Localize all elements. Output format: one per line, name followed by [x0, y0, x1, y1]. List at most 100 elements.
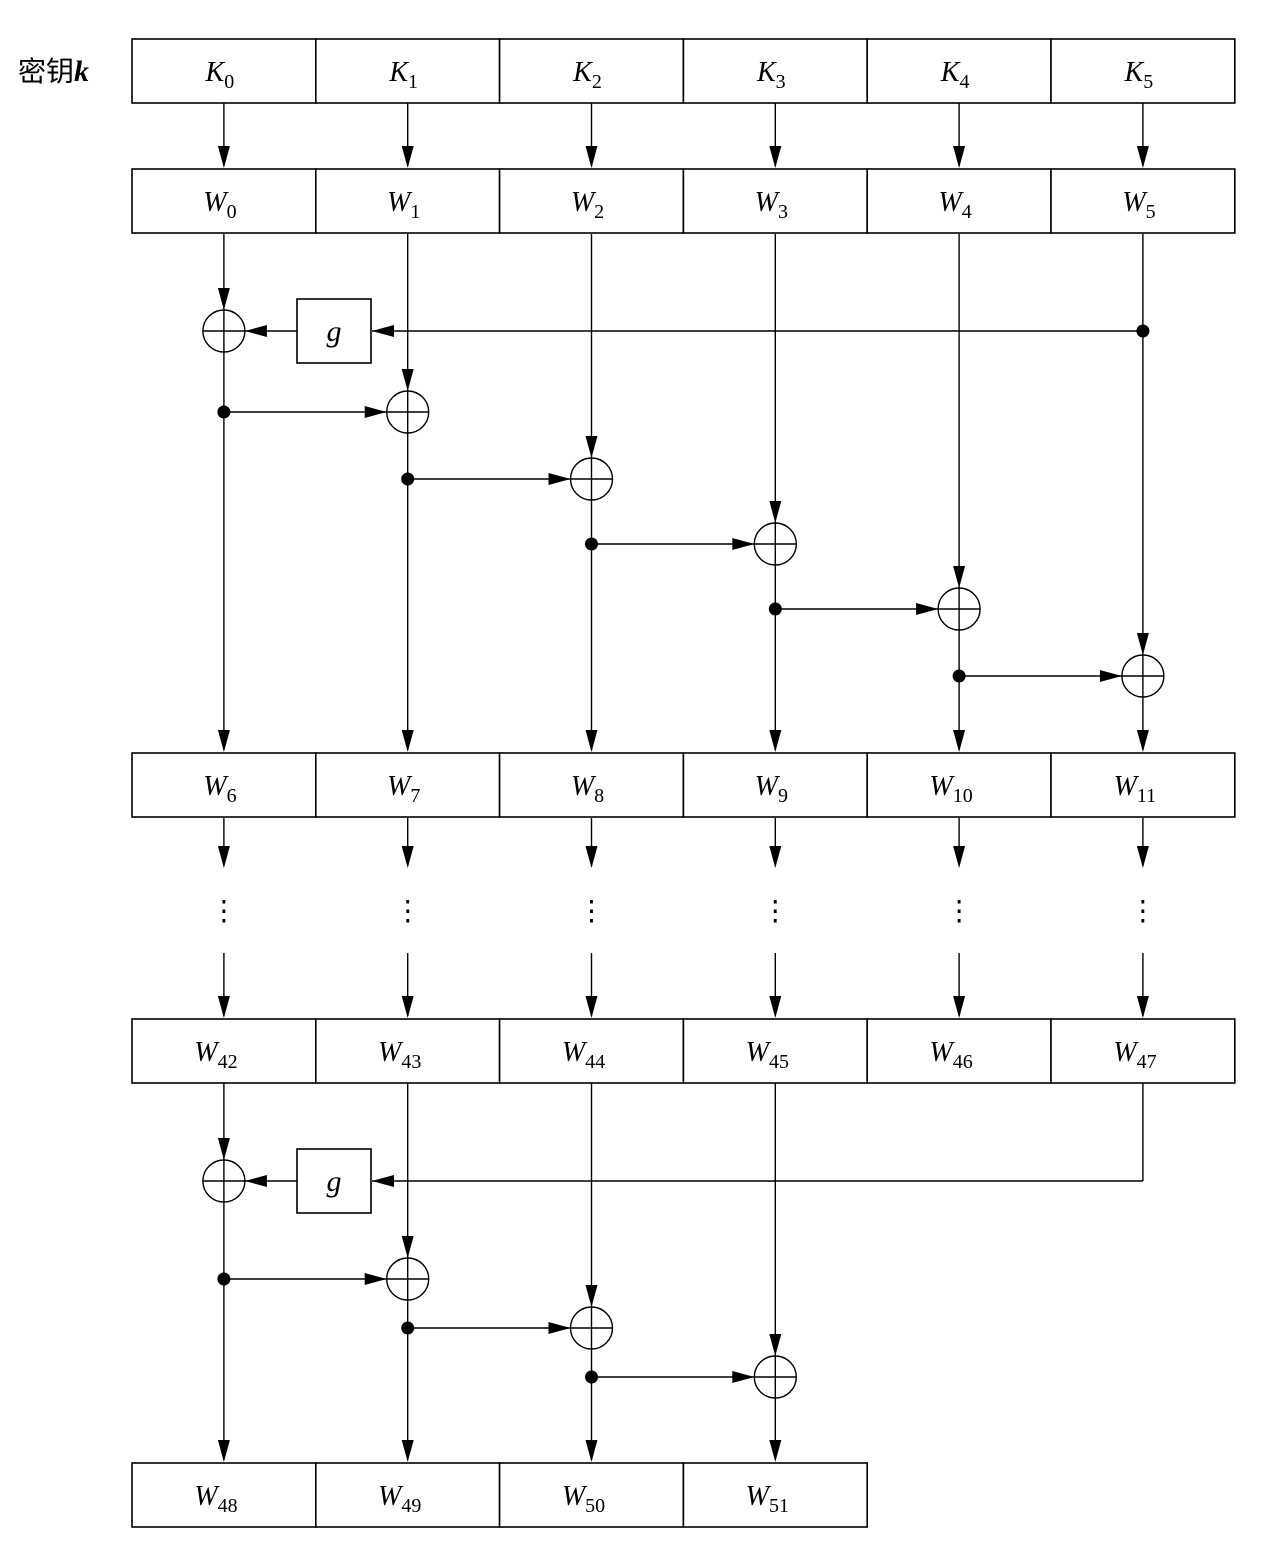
arrow-down-icon [953, 730, 966, 752]
arrow-down-icon [585, 436, 598, 458]
word-label: W48 [194, 1481, 237, 1517]
word-cell [866, 1018, 1052, 1084]
xor-icon [753, 522, 797, 566]
g-function-label: g [327, 1165, 342, 1198]
word-cell [314, 168, 501, 234]
arrow-down-icon [217, 288, 230, 310]
arrow-right-icon [548, 1322, 571, 1334]
xor-icon [753, 1355, 797, 1399]
arrow-down-icon [769, 1334, 782, 1356]
word-cell [1050, 168, 1236, 234]
vertical-ellipsis: ⋮ [578, 896, 606, 927]
arrow-down-icon [953, 996, 966, 1018]
word-label: W6 [203, 771, 236, 807]
arrow-down-icon [1136, 146, 1149, 168]
xor-icon [1121, 654, 1165, 698]
junction-dot [401, 1321, 415, 1335]
key-label: K0 [205, 57, 235, 93]
key-label: K5 [1124, 57, 1154, 93]
word-cell [866, 752, 1052, 818]
word-cell [682, 1018, 869, 1084]
word-label: W11 [1114, 771, 1157, 807]
junction-dot [401, 472, 415, 486]
vertical-ellipsis: ⋮ [761, 896, 789, 927]
arrow-down-icon [585, 846, 598, 868]
word-label: W49 [378, 1481, 421, 1517]
word-label: W5 [1122, 187, 1155, 223]
word-cell [314, 1018, 501, 1084]
key-label: K1 [388, 57, 418, 93]
arrow-down-icon [769, 1440, 782, 1462]
word-cell [314, 1462, 501, 1528]
word-label: W42 [194, 1037, 237, 1073]
arrow-down-icon [585, 996, 598, 1018]
arrow-down-icon [401, 730, 414, 752]
key-label: K2 [572, 57, 602, 93]
junction-dot [217, 405, 231, 419]
vertical-ellipsis: ⋮ [1129, 896, 1157, 927]
word-label: W2 [571, 187, 604, 223]
arrow-down-icon [401, 1236, 414, 1258]
key-row-label: 密钥k [18, 55, 89, 88]
arrow-right-icon [916, 603, 939, 615]
word-label: W43 [378, 1037, 421, 1073]
arrow-down-icon [769, 146, 782, 168]
word-cell [1050, 1018, 1236, 1084]
arrow-down-icon [1136, 730, 1149, 752]
arrow-down-icon [585, 146, 598, 168]
junction-dot [768, 602, 782, 616]
word-boxes [131, 38, 1236, 1528]
word-label: W9 [755, 771, 788, 807]
junction-dot [952, 669, 966, 683]
arrow-down-icon [585, 730, 598, 752]
arrow-down-icon [953, 146, 966, 168]
arrow-down-icon [401, 996, 414, 1018]
xor-icon [569, 457, 614, 501]
word-cell [131, 1018, 317, 1084]
word-label: W0 [203, 187, 236, 223]
arrow-down-icon [217, 1138, 230, 1160]
word-label: W1 [387, 187, 420, 223]
xor-icon [386, 390, 430, 434]
word-cell [498, 1462, 685, 1528]
word-label: W46 [929, 1037, 972, 1073]
word-cell [498, 1018, 685, 1084]
arrow-down-icon [401, 369, 414, 391]
xor-icon [569, 1306, 614, 1350]
g-function-label: g [327, 315, 342, 348]
arrow-down-icon [953, 846, 966, 868]
key-cell [1050, 38, 1236, 104]
arrow-down-icon [769, 996, 782, 1018]
word-label: W8 [571, 771, 604, 807]
vertical-ellipsis: ⋮ [210, 896, 238, 927]
junction-dot [217, 1272, 231, 1286]
key-cell [682, 38, 869, 104]
arrow-down-icon [217, 730, 230, 752]
arrow-down-icon [1136, 633, 1149, 655]
arrow-right-icon [548, 473, 571, 485]
word-cell [131, 1462, 317, 1528]
arrow-down-icon [401, 1440, 414, 1462]
arrow-left-icon [244, 1175, 267, 1187]
vertical-ellipsis: ⋮ [945, 896, 973, 927]
arrow-right-icon [732, 1371, 755, 1383]
key-cell [314, 38, 501, 104]
arrow-down-icon [1136, 996, 1149, 1018]
arrow-left-icon [372, 1175, 394, 1187]
arrow-right-icon [364, 1273, 387, 1285]
arrow-down-icon [585, 1285, 598, 1307]
word-cell [131, 168, 317, 234]
operation-nodes [202, 298, 1165, 1399]
word-cell [682, 752, 869, 818]
arrow-left-icon [372, 325, 394, 337]
vertical-ellipsis: ⋮ [394, 896, 422, 927]
key-cell [866, 38, 1052, 104]
arrow-down-icon [217, 846, 230, 868]
arrow-left-icon [244, 325, 267, 337]
word-cell [498, 168, 685, 234]
word-label: W10 [929, 771, 972, 807]
junction-dot [1136, 324, 1150, 338]
word-label: W45 [746, 1037, 789, 1073]
key-label: K4 [940, 57, 970, 93]
